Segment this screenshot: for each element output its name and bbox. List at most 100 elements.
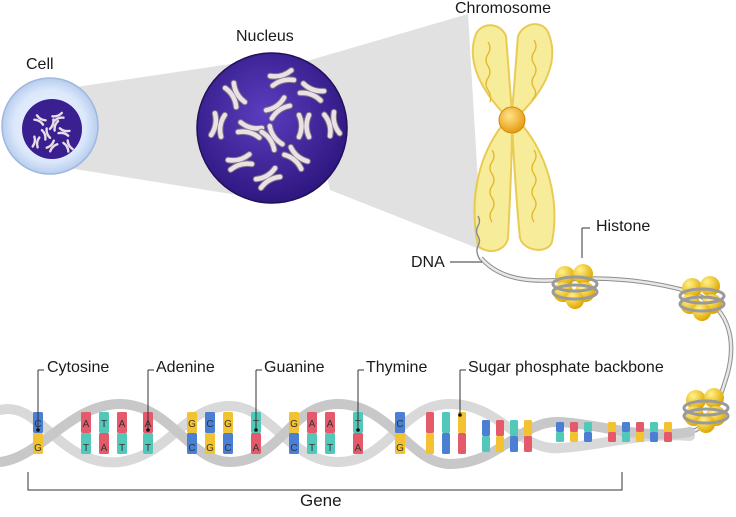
backbone-strand-b	[0, 398, 695, 470]
base-pair-rung-top	[458, 412, 466, 433]
base-A-bottom	[99, 433, 109, 454]
base-pair-rung-bottom	[510, 436, 518, 452]
base-letter-top: G	[290, 419, 298, 430]
gene-label: Gene	[300, 491, 342, 510]
histone-1	[551, 264, 599, 309]
dna-label: DNA	[411, 254, 445, 271]
base-pair-rung-bottom	[664, 432, 672, 442]
base-pair-rung-top	[570, 422, 578, 432]
base-letter-bottom: A	[253, 443, 260, 454]
histone-label: Histone	[596, 218, 651, 235]
base-G-top	[223, 412, 233, 433]
base-letter-top: A	[83, 419, 90, 430]
base-T-bottom	[143, 433, 153, 454]
base-A-top	[325, 412, 335, 433]
base-pair-rung-top	[584, 422, 592, 432]
base-pair-rung-top	[442, 412, 450, 433]
base-T-top	[99, 412, 109, 433]
base-G-top	[187, 412, 197, 433]
base-pair-rung-top	[664, 422, 672, 432]
base-C-top	[395, 412, 405, 433]
base-pair-rung-top	[636, 422, 644, 432]
base-C-bottom	[187, 433, 197, 454]
histone-3	[682, 388, 730, 433]
base-G-top	[289, 412, 299, 433]
base-pair-rung-bottom	[482, 436, 490, 452]
base-C-bottom	[223, 433, 233, 454]
base-A-bottom	[353, 433, 363, 454]
base-pair-rung-top	[650, 422, 658, 432]
nucleus-zoom-cone	[300, 14, 482, 250]
cytosine-label: Cytosine	[47, 359, 110, 376]
base-pair-rung-bottom	[636, 432, 644, 442]
base-pair-rung-top	[426, 412, 434, 433]
base-T-bottom	[81, 433, 91, 454]
base-pair-rung-bottom	[442, 433, 450, 454]
base-A-top	[307, 412, 317, 433]
base-pair-rung-bottom	[650, 432, 658, 442]
base-pair-rung-top	[510, 420, 518, 436]
base-letter-bottom: C	[290, 443, 297, 454]
cell-label: Cell	[26, 56, 54, 73]
thymine-label: Thymine	[366, 359, 428, 376]
histone-2	[678, 276, 726, 321]
base-pair-rung-bottom	[426, 433, 434, 454]
base-pair-rung-top	[622, 422, 630, 432]
base-letter-bottom: G	[206, 443, 214, 454]
base-letter-top: C	[396, 419, 403, 430]
base-letter-top: A	[119, 419, 126, 430]
base-letter-top: A	[309, 419, 316, 430]
base-pair-rung-bottom	[608, 432, 616, 442]
base-pair-rung-bottom	[458, 433, 466, 454]
base-G-bottom	[205, 433, 215, 454]
base-pair-rung-bottom	[556, 432, 564, 442]
cell-illustration	[1, 77, 99, 175]
base-letter-bottom: A	[101, 443, 108, 454]
base-pair-rung-bottom	[570, 432, 578, 442]
base-T-bottom	[325, 433, 335, 454]
backbone-label: Sugar phosphate backbone	[468, 359, 664, 376]
nucleus-label: Nucleus	[236, 28, 294, 45]
base-letter-bottom: T	[119, 443, 125, 454]
base-pair-rung-top	[482, 420, 490, 436]
base-pair-rung-bottom	[496, 436, 504, 452]
base-pair-rung-top	[524, 420, 532, 436]
leader-dots	[36, 413, 462, 432]
base-A-top	[81, 412, 91, 433]
backbone-strand-a	[0, 398, 695, 468]
base-letter-top: A	[327, 419, 334, 430]
nucleus-illustration	[196, 52, 348, 204]
chromosome-illustration	[471, 23, 556, 261]
base-pair-rung-bottom	[622, 432, 630, 442]
base-letter-top: T	[101, 419, 107, 430]
base-letter-bottom: T	[145, 443, 151, 454]
base-letter-bottom: G	[34, 443, 42, 454]
base-letter-top: G	[188, 419, 196, 430]
base-G-bottom	[33, 433, 43, 454]
adenine-label: Adenine	[156, 359, 215, 376]
base-C-bottom	[289, 433, 299, 454]
base-letter-top: G	[224, 419, 232, 430]
base-letter-top: C	[206, 419, 213, 430]
base-letter-bottom: C	[188, 443, 195, 454]
base-letter-bottom: T	[83, 443, 89, 454]
base-pair-rung-top	[496, 420, 504, 436]
base-A-top	[117, 412, 127, 433]
base-letter-bottom: C	[224, 443, 231, 454]
leader-lines	[27, 227, 623, 491]
guanine-label: Guanine	[264, 359, 325, 376]
base-pair-rung-bottom	[524, 436, 532, 452]
base-T-bottom	[117, 433, 127, 454]
base-A-bottom	[251, 433, 261, 454]
base-pair-rung-bottom	[584, 432, 592, 442]
base-letter-bottom: A	[355, 443, 362, 454]
base-C-top	[205, 412, 215, 433]
base-letter-bottom: T	[327, 443, 333, 454]
base-G-bottom	[395, 433, 405, 454]
base-T-bottom	[307, 433, 317, 454]
base-letter-bottom: G	[396, 443, 404, 454]
